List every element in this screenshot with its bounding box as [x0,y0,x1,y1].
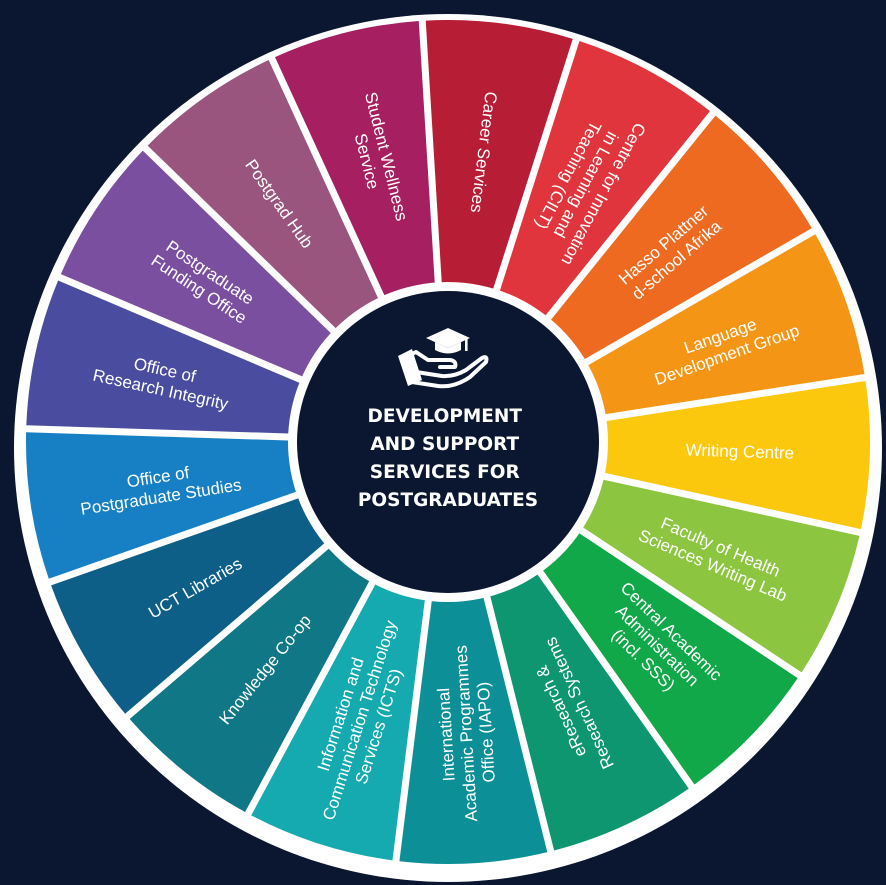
segment-label-writing-centre: Writing Centre [685,440,794,462]
segment-group [25,19,870,864]
segment-information-and [251,581,426,861]
center-title-line-2: AND SUPPORT [370,434,519,455]
center-title-line-1: DEVELOPMENT [368,406,523,427]
segment-student-wellness [275,21,435,299]
segment-faculty-of-health [579,478,860,673]
segment-eresearch [489,571,689,851]
segment-career-services [425,19,573,293]
segment-knowledge-co-op [129,546,372,813]
center-title: DEVELOPMENT AND SUPPORT SERVICES FOR POS… [358,406,538,511]
segment-office-of [25,432,300,579]
center-hub [297,291,599,593]
graduation-cap-hand-icon [398,328,489,389]
segment-office-of [26,280,304,434]
segment-uct-libraries [51,497,328,714]
segment-centre-for-innovation [498,41,710,319]
segment-label-line: Writing Centre [685,440,794,462]
segment-postgraduate [60,150,334,378]
segment-hasso-plattner [548,115,812,362]
segment-postgrad-hub [147,60,380,331]
segment-language [584,234,865,415]
center-title-line-3: SERVICES FOR [370,462,520,483]
segment-international [399,594,548,864]
segment-writing-centre [601,380,870,530]
segment-central-academic [540,531,798,785]
center-title-line-4: POSTGRADUATES [358,490,538,511]
